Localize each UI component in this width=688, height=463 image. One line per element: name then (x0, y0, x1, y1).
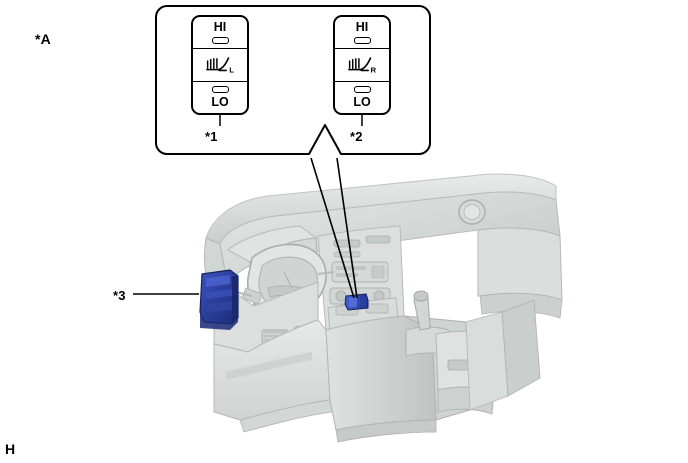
switch-ref-stems (219, 113, 363, 126)
switch-lo-segment[interactable]: LO (193, 82, 247, 113)
seat-heater-icon: L (206, 57, 234, 75)
seat-heater-switch-highlight (344, 293, 369, 311)
seat-heater-icon: R (348, 57, 377, 75)
reference-label-3: *3 (113, 288, 126, 303)
reference-label-2: *2 (350, 129, 363, 144)
seat-heater-switch-right[interactable]: HI R LO (333, 15, 391, 115)
switch-lo-label: LO (353, 95, 371, 110)
switch-icon-segment: R (335, 48, 389, 82)
lo-led-indicator (211, 86, 229, 94)
switch-side-letter: L (229, 66, 234, 75)
variant-marker-label: *A (35, 31, 51, 47)
hi-led-indicator (353, 36, 371, 44)
switch-lo-label: LO (211, 95, 229, 110)
switch-lo-segment[interactable]: LO (335, 82, 389, 113)
switch-side-letter: R (371, 66, 377, 75)
switch-hi-segment[interactable]: HI (335, 17, 389, 48)
switch-hi-label: HI (355, 20, 369, 35)
seat-heater-ecu-part (199, 269, 239, 330)
switch-hi-segment[interactable]: HI (193, 17, 247, 48)
switch-icon-segment: L (193, 48, 247, 82)
switch-hi-label: HI (213, 20, 227, 35)
seat-heater-switch-left[interactable]: HI L LO (191, 15, 249, 115)
reference-label-1: *1 (205, 129, 218, 144)
hi-led-indicator (211, 36, 229, 44)
dashboard-assembly (203, 173, 563, 443)
leader-lines (133, 157, 358, 299)
lo-led-indicator (353, 86, 371, 94)
section-marker-label: H (5, 441, 16, 457)
